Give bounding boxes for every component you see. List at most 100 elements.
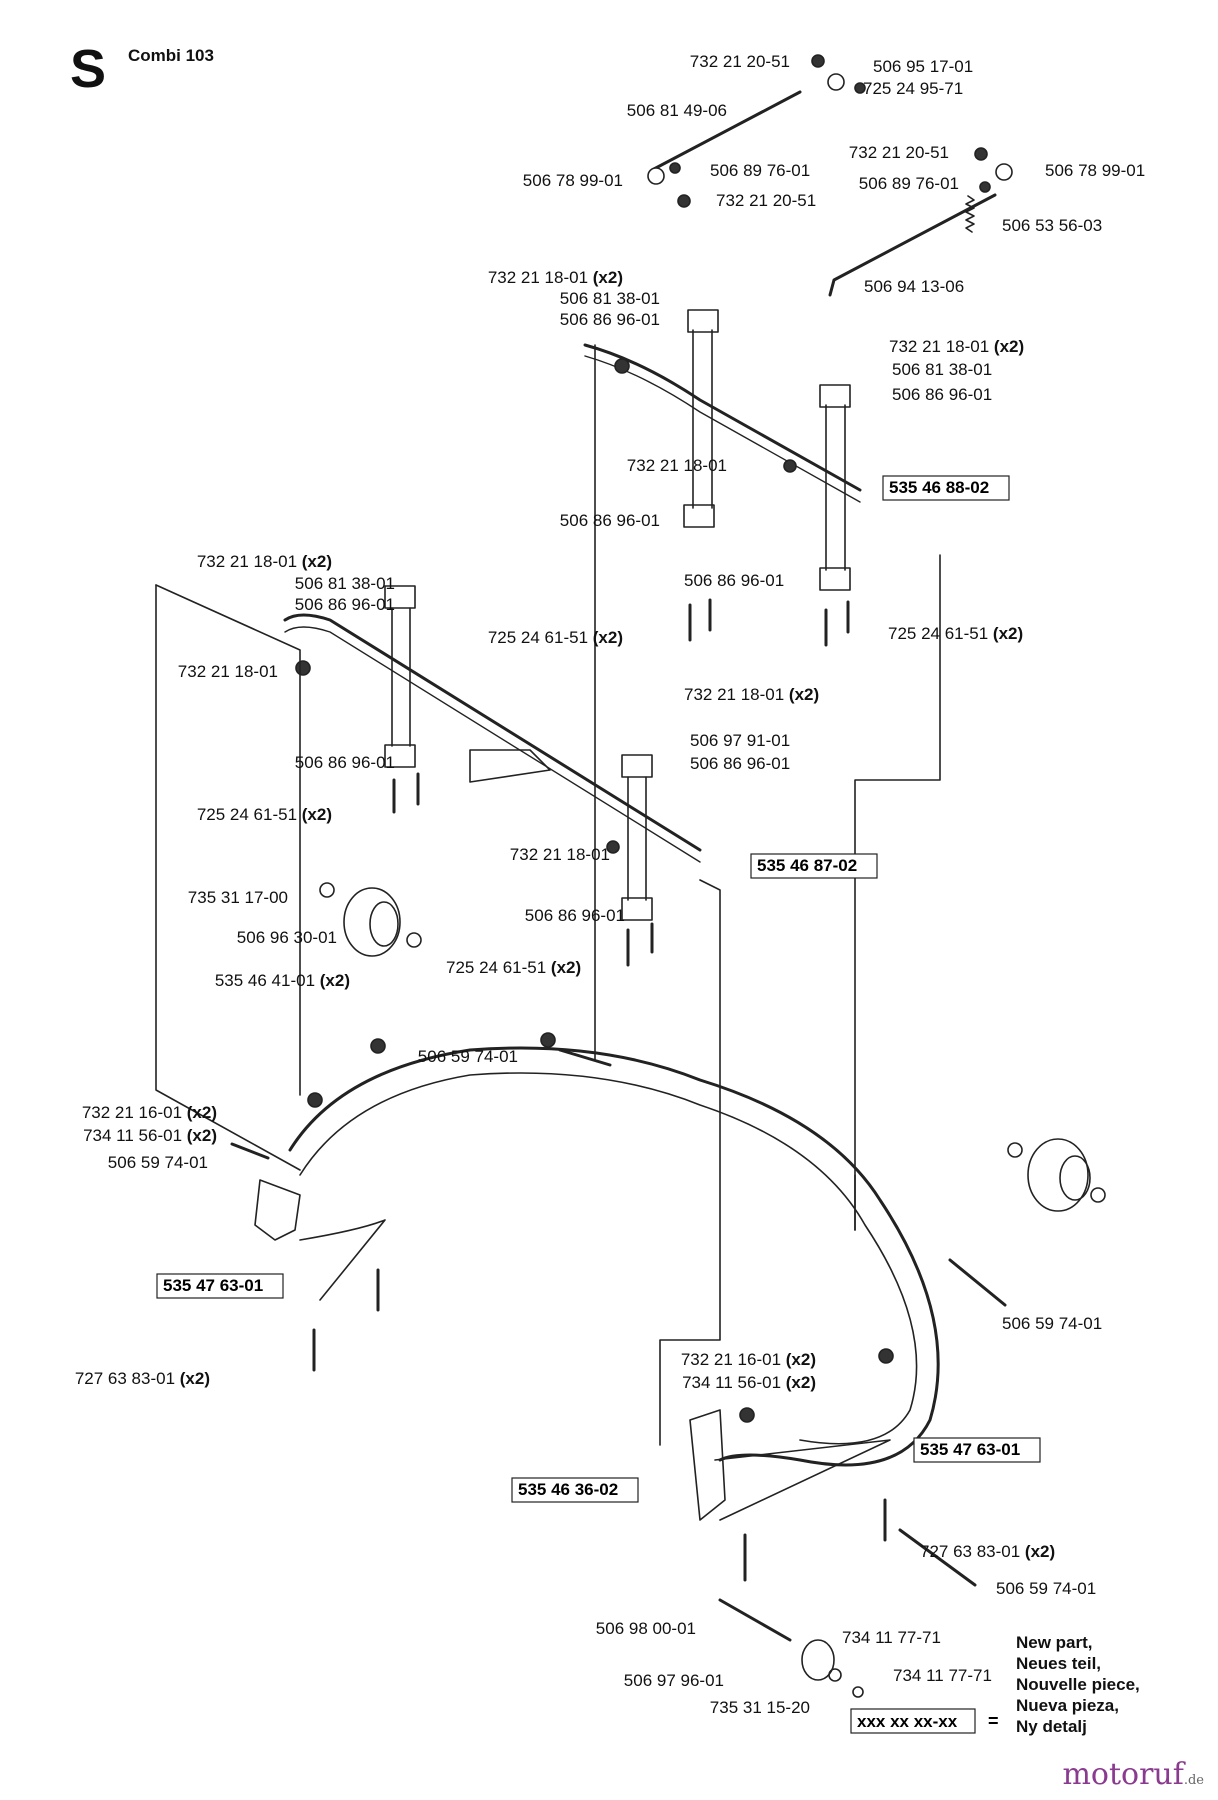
part-number-label: 732 21 18-01 (x2) bbox=[889, 337, 1024, 356]
nut bbox=[974, 147, 988, 161]
part-number-label: 735 31 15-20 bbox=[710, 1698, 810, 1717]
bracket-plate bbox=[469, 749, 551, 783]
nut bbox=[677, 194, 691, 208]
clamp-block bbox=[621, 897, 653, 921]
quantity-marker: (x2) bbox=[784, 685, 819, 704]
part-number-label: 506 96 30-01 bbox=[237, 928, 337, 947]
bolt bbox=[898, 1528, 977, 1587]
legend-line: Nouvelle piece, bbox=[1016, 1675, 1140, 1694]
part-number-label: 506 95 17-01 bbox=[873, 57, 973, 76]
bolt bbox=[948, 1258, 1007, 1307]
part-number-label: 506 89 76-01 bbox=[859, 174, 959, 193]
circlip bbox=[319, 882, 335, 898]
legend-sample: xxx xx xx-xx = bbox=[850, 1708, 999, 1734]
clamp-block bbox=[819, 567, 851, 591]
quantity-marker: (x2) bbox=[781, 1373, 816, 1392]
part-number-label: 506 89 76-01 bbox=[710, 161, 810, 180]
part-number-label: 732 21 18-01 bbox=[510, 845, 610, 864]
assembly-number-box: 535 47 63-01 bbox=[913, 1437, 1041, 1463]
part-number-label: 506 59 74-01 bbox=[1002, 1314, 1102, 1333]
part-number-label: 732 21 18-01 (x2) bbox=[684, 685, 819, 704]
assembly-number-box: 535 47 63-01 bbox=[156, 1273, 284, 1299]
quantity-marker: (x2) bbox=[588, 628, 623, 647]
part-number-label: 506 59 74-01 bbox=[108, 1153, 208, 1172]
legend-line: New part, bbox=[1016, 1633, 1093, 1652]
model-title: Combi 103 bbox=[128, 46, 214, 65]
control-rod bbox=[828, 193, 997, 297]
legend-sample-text: xxx xx xx-xx bbox=[857, 1712, 958, 1731]
quantity-marker: (x2) bbox=[781, 1350, 816, 1369]
quantity-marker: (x2) bbox=[297, 552, 332, 571]
part-number-label: 732 21 20-51 bbox=[849, 143, 949, 162]
assembly-number: 535 47 63-01 bbox=[163, 1276, 263, 1295]
part-number-label: 735 31 17-00 bbox=[188, 888, 288, 907]
leaf-strap bbox=[714, 1439, 891, 1521]
nut bbox=[606, 840, 620, 854]
nut bbox=[295, 660, 311, 676]
part-number-label: 732 21 16-01 (x2) bbox=[82, 1103, 217, 1122]
nut bbox=[878, 1348, 894, 1364]
nut bbox=[811, 54, 825, 68]
quantity-marker: (x2) bbox=[1020, 1542, 1055, 1561]
part-number-label: 506 86 96-01 bbox=[892, 385, 992, 404]
clamp-block bbox=[384, 585, 416, 609]
rear-axle-bar bbox=[583, 343, 862, 492]
guide-roller bbox=[801, 1639, 835, 1681]
bolt bbox=[230, 1142, 270, 1160]
part-number-label: 506 59 74-01 bbox=[418, 1047, 518, 1066]
part-number-label: 506 86 96-01 bbox=[560, 511, 660, 530]
nut bbox=[783, 459, 797, 473]
quantity-marker: (x2) bbox=[588, 268, 623, 287]
quantity-marker: (x2) bbox=[297, 805, 332, 824]
part-number-label: 506 86 96-01 bbox=[525, 906, 625, 925]
part-number-label: 506 78 99-01 bbox=[1045, 161, 1145, 180]
nut bbox=[370, 1038, 386, 1054]
nut bbox=[540, 1032, 556, 1048]
clamp-block bbox=[384, 744, 416, 768]
part-number-label: 506 86 96-01 bbox=[295, 595, 395, 614]
nut bbox=[669, 162, 681, 174]
assembly-number: 535 46 87-02 bbox=[757, 856, 857, 875]
quantity-marker: (x2) bbox=[546, 958, 581, 977]
roller bbox=[1027, 1138, 1089, 1212]
part-number-label: 725 24 61-51 (x2) bbox=[888, 624, 1023, 643]
legend-line: Neues teil, bbox=[1016, 1654, 1102, 1673]
part-number-label: 535 46 41-01 (x2) bbox=[215, 971, 350, 990]
clamp-block bbox=[819, 384, 851, 408]
part-number-label: 725 24 61-51 (x2) bbox=[197, 805, 332, 824]
roller-shaft bbox=[718, 1598, 792, 1642]
part-number-label: 734 11 56-01 (x2) bbox=[682, 1373, 816, 1392]
part-number-label: 506 97 91-01 bbox=[690, 731, 790, 750]
part-number-label: 506 81 38-01 bbox=[295, 574, 395, 593]
part-number-label: 732 21 18-01 (x2) bbox=[197, 552, 332, 571]
part-number-label: 506 86 96-01 bbox=[684, 571, 784, 590]
ball-joint bbox=[827, 73, 845, 91]
part-number-label: 506 86 96-01 bbox=[295, 753, 395, 772]
leaf-strap bbox=[299, 1219, 386, 1301]
washer bbox=[1090, 1187, 1106, 1203]
ball-joint bbox=[647, 167, 665, 185]
quantity-marker: (x2) bbox=[182, 1126, 217, 1145]
watermark-text: motoruf bbox=[1062, 1757, 1184, 1792]
assembly-number-box: 535 46 88-02 bbox=[882, 475, 1010, 501]
nut bbox=[854, 82, 866, 94]
part-number-label: 734 11 77-71 bbox=[893, 1666, 992, 1685]
legend-text: New part, Neues teil, Nouvelle piece, Nu… bbox=[1016, 1632, 1140, 1737]
part-number-label: 506 94 13-06 bbox=[864, 277, 964, 296]
assembly-number-box: 535 46 36-02 bbox=[511, 1477, 639, 1503]
part-number-label: 725 24 61-51 (x2) bbox=[488, 628, 623, 647]
part-number-label: 732 21 18-01 (x2) bbox=[488, 268, 623, 287]
quantity-marker: (x2) bbox=[175, 1369, 210, 1388]
nut bbox=[614, 358, 630, 374]
rear-bracket bbox=[689, 1409, 726, 1521]
nut bbox=[979, 181, 991, 193]
front-bracket bbox=[254, 1179, 301, 1241]
part-number-label: 732 21 18-01 bbox=[627, 456, 727, 475]
part-number-label: 725 24 61-51 (x2) bbox=[446, 958, 581, 977]
part-number-label: 732 21 20-51 bbox=[690, 52, 790, 71]
spring bbox=[965, 195, 975, 233]
legend-line: Nueva pieza, bbox=[1016, 1696, 1119, 1715]
legend-equals: = bbox=[988, 1711, 999, 1731]
